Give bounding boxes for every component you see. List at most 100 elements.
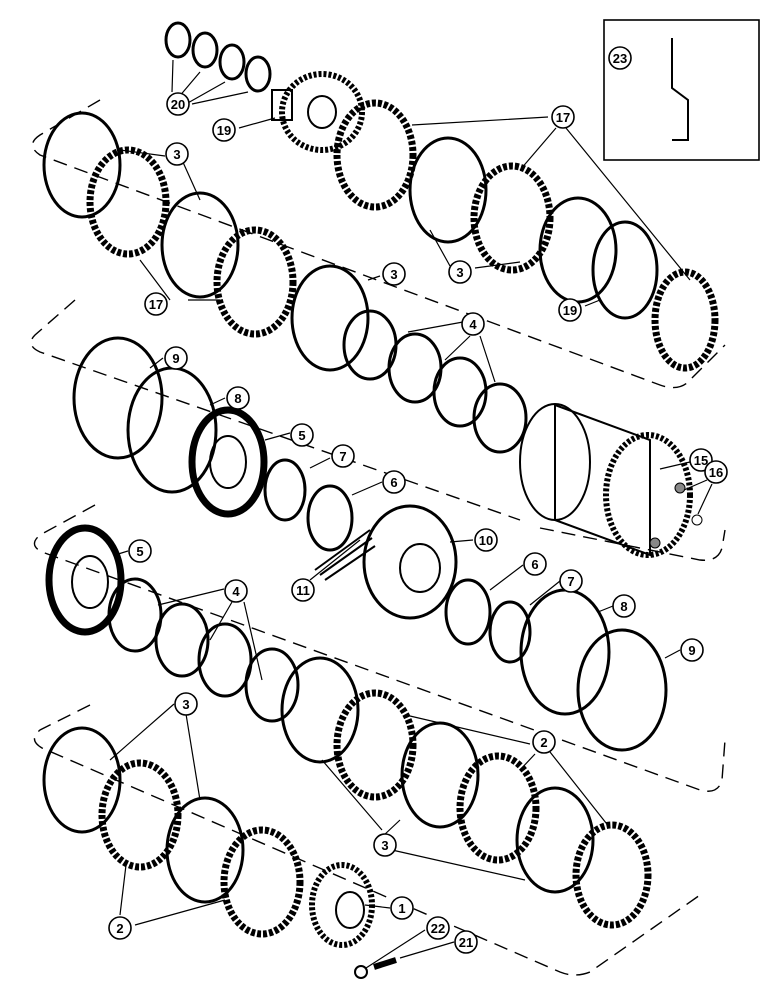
callout-circle-11 — [291, 578, 315, 602]
callout-circle-3c — [448, 260, 472, 284]
bolt-21 — [373, 957, 397, 970]
plate-3-upper-a — [408, 136, 488, 244]
callout-label-18: 19 — [563, 303, 577, 318]
friction-disc-17b — [470, 162, 554, 274]
callout-20: 20 — [166, 92, 190, 116]
pins-11 — [314, 529, 376, 581]
leader-3a — [119, 149, 201, 201]
callout-circle-3d — [174, 692, 198, 716]
callout-circle-20 — [166, 92, 190, 116]
hub-19-inner — [307, 95, 337, 129]
leader-3e — [321, 759, 526, 881]
callouts: 20 19 23 17 3 17 3 3 — [108, 46, 728, 954]
ring-4e — [107, 577, 163, 653]
leader-3b — [367, 275, 381, 281]
leader-10 — [449, 539, 474, 543]
leader-6b — [489, 564, 524, 591]
callout-label-17-top: 17 — [556, 110, 570, 125]
leader-5a — [264, 432, 291, 441]
ring-4f — [154, 602, 210, 678]
piston-5a-inner — [209, 435, 247, 489]
hub-19-shaft — [271, 89, 293, 121]
callout-label-21: 21 — [459, 935, 473, 950]
leader-5b — [114, 550, 129, 556]
ring-4h — [244, 647, 300, 723]
leader-9b — [664, 649, 681, 659]
callout-circle-8a — [226, 386, 250, 410]
leader-15 — [659, 461, 691, 470]
callout-17-left: 17 — [144, 292, 168, 316]
callout-label-9b: 9 — [688, 643, 695, 658]
seal-9a — [72, 336, 164, 460]
callout-label-4a: 4 — [469, 317, 477, 332]
callout-11: 11 — [291, 578, 315, 602]
callout-3-lower-mid: 3 — [373, 833, 397, 857]
friction-disc-17c — [651, 268, 719, 372]
callout-circle-4a — [461, 312, 485, 336]
leader-17b — [139, 259, 220, 301]
plate-3-lower-d — [165, 796, 245, 904]
piston-5b — [45, 524, 125, 636]
hub-19-outer — [279, 71, 365, 153]
callout-4-top: 4 — [461, 312, 485, 336]
seal-8b — [519, 588, 611, 716]
callout-8-bottom: 8 — [612, 594, 636, 618]
friction-disc-17a — [333, 99, 417, 211]
washer-22 — [354, 965, 368, 979]
inset-box-23 — [603, 19, 760, 161]
leader-22 — [365, 929, 426, 969]
callout-label-6b: 6 — [531, 557, 538, 572]
callout-circle-7b — [559, 569, 583, 593]
callout-5-top: 5 — [290, 423, 314, 447]
leader-2b — [119, 864, 226, 926]
group-outline-second — [30, 299, 726, 561]
plate-3-third — [280, 656, 360, 764]
drum-15-back — [519, 403, 591, 521]
callout-label-16: 16 — [709, 465, 723, 480]
hub-10 — [362, 504, 458, 620]
callout-7-top: 7 — [331, 444, 355, 468]
callout-label-5b: 5 — [136, 544, 143, 559]
leader-16 — [683, 479, 713, 515]
inset-frame — [603, 19, 760, 161]
ring-4d — [472, 382, 528, 454]
callout-circle-16 — [704, 460, 728, 484]
callout-circle-1 — [390, 896, 414, 920]
leader-19 — [238, 117, 276, 129]
callout-circle-18 — [558, 298, 582, 322]
ring-20b — [191, 31, 219, 69]
leader-7a — [309, 457, 331, 469]
callout-circle-2b — [108, 916, 132, 940]
seal-6a — [306, 484, 354, 552]
callout-6-bottom: 6 — [523, 552, 547, 576]
callout-3-mid: 3 — [382, 262, 406, 286]
wire-tool-icon — [671, 38, 689, 141]
callout-3-lower-left: 3 — [174, 692, 198, 716]
callout-3-top-left: 3 — [165, 142, 189, 166]
seal-7b — [488, 600, 532, 664]
friction-disc-2b — [456, 752, 540, 864]
leader-4b — [157, 588, 263, 681]
leader-3c — [429, 229, 521, 269]
group-outline-lower — [33, 704, 701, 976]
friction-disc-2a — [333, 689, 417, 801]
callout-circle-21 — [454, 930, 478, 954]
callout-label-15: 15 — [694, 453, 708, 468]
plate-3-lower-c — [42, 726, 122, 834]
ring-20a — [164, 21, 192, 59]
callout-circle-19 — [212, 118, 236, 142]
leader-20 — [171, 59, 249, 105]
callout-1: 1 — [390, 896, 414, 920]
hub-1-inner — [335, 891, 365, 929]
group-outlines — [30, 99, 726, 976]
callout-circle-22 — [426, 916, 450, 940]
callout-label-17-left: 17 — [149, 297, 163, 312]
hub-1 — [309, 862, 375, 948]
callout-21: 21 — [454, 930, 478, 954]
callout-circle-9b — [680, 638, 704, 662]
callout-circle-17-top — [551, 105, 575, 129]
ring-4g — [197, 622, 253, 698]
leader-11 — [309, 539, 361, 581]
hub-10-inner — [399, 543, 441, 593]
callout-circle-2a — [532, 730, 556, 754]
